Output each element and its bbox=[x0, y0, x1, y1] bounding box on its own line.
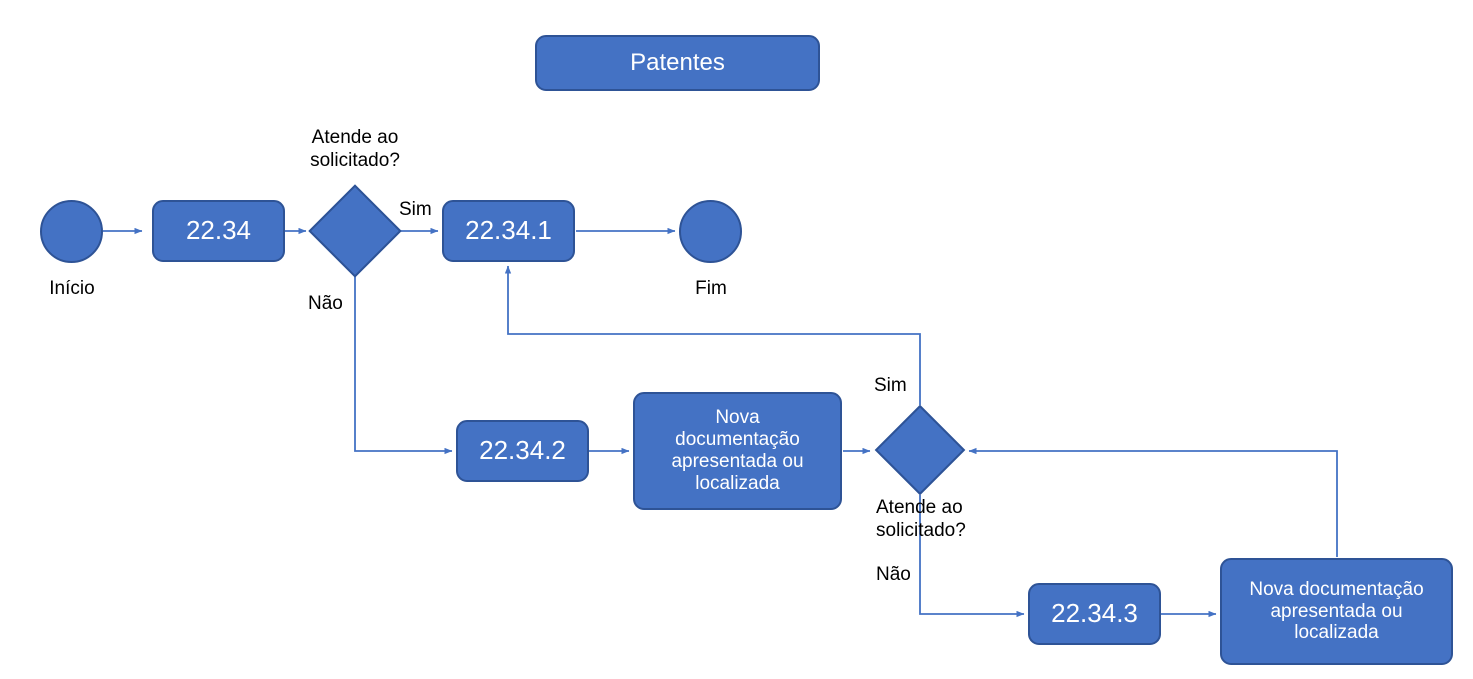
node-step-2234-label: 22.34 bbox=[185, 215, 252, 246]
node-doc-1[interactable]: Nova documentação apresentada ou localiz… bbox=[633, 392, 842, 510]
node-end[interactable] bbox=[679, 200, 742, 263]
node-decision-2-question: Atende ao solicitado? bbox=[876, 497, 966, 542]
node-doc-2[interactable]: Nova documentação apresentada ou localiz… bbox=[1220, 558, 1453, 665]
edge-decision1-nao-to-22342 bbox=[354, 276, 453, 455]
edge-label-decision1-nao: Não bbox=[308, 293, 343, 314]
node-step-22343-label: 22.34.3 bbox=[1051, 598, 1138, 629]
node-doc-2-label: Nova documentação apresentada ou localiz… bbox=[1249, 578, 1424, 644]
node-start[interactable] bbox=[40, 200, 103, 263]
node-step-22342-label: 22.34.2 bbox=[479, 435, 566, 466]
edge-label-decision2-sim: Sim bbox=[874, 375, 907, 396]
node-step-22341-label: 22.34.1 bbox=[465, 215, 552, 246]
edge-label-decision1-sim: Sim bbox=[399, 199, 432, 220]
node-decision-1[interactable] bbox=[308, 184, 402, 278]
node-step-22342[interactable]: 22.34.2 bbox=[456, 420, 589, 482]
node-start-label: Início bbox=[49, 278, 95, 299]
node-step-22343[interactable]: 22.34.3 bbox=[1028, 583, 1161, 645]
node-decision-2[interactable] bbox=[874, 404, 966, 496]
node-end-label: Fim bbox=[695, 278, 727, 299]
edge-label-decision2-nao: Não bbox=[876, 564, 911, 585]
node-doc-1-label: Nova documentação apresentada ou localiz… bbox=[671, 407, 804, 494]
diagram-title: Patentes bbox=[535, 35, 820, 91]
node-step-2234[interactable]: 22.34 bbox=[152, 200, 285, 262]
node-decision-1-question: Atende ao solicitado? bbox=[310, 127, 400, 172]
edge-doc2-to-decision2 bbox=[968, 447, 1338, 557]
node-step-22341[interactable]: 22.34.1 bbox=[442, 200, 575, 262]
